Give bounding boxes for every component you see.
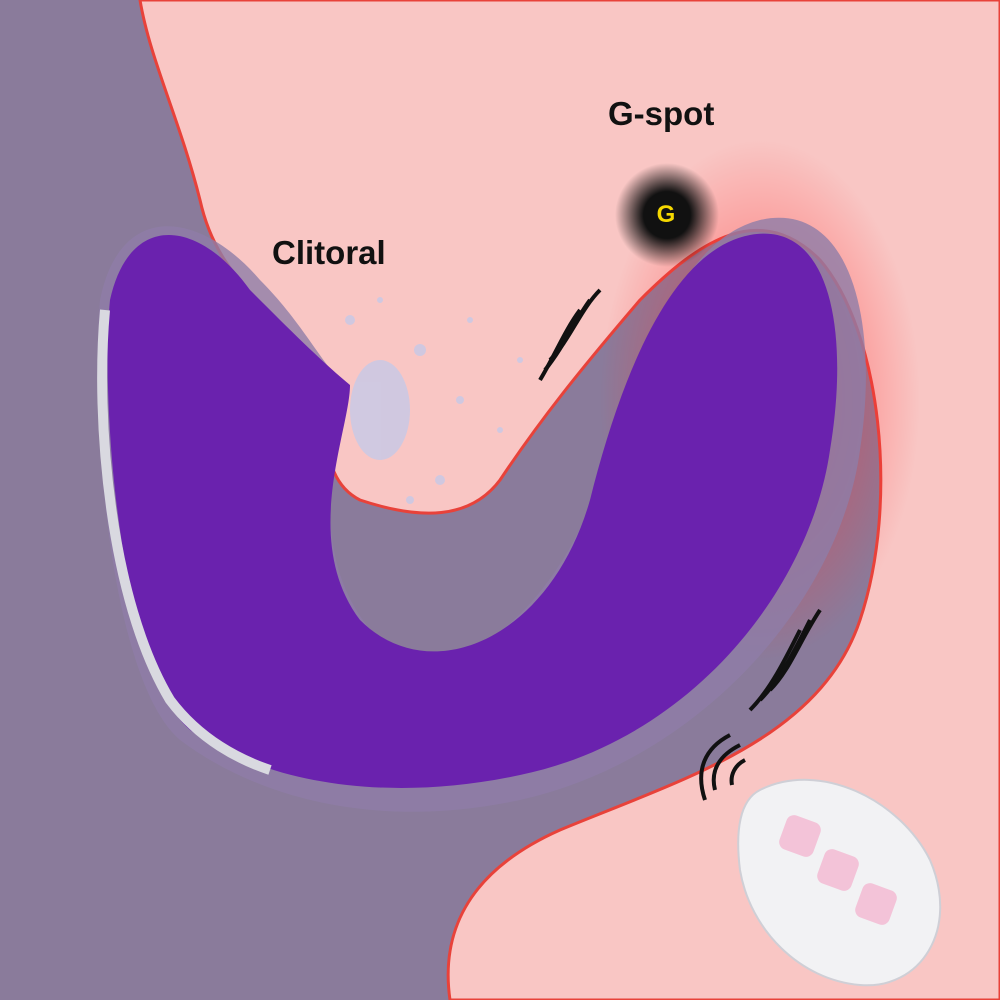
vibration-waves-2 <box>748 608 822 712</box>
g-badge: G <box>656 201 676 228</box>
signal-waves <box>699 733 746 801</box>
gspot-marker <box>615 163 719 267</box>
remote-control <box>737 778 942 987</box>
vibration-waves-1 <box>538 288 602 382</box>
remote-button-power <box>817 849 859 891</box>
clitoral-label: Clitoral <box>272 234 386 271</box>
water-splash <box>345 297 523 504</box>
remote-button-right <box>855 883 897 925</box>
device-body <box>107 233 838 788</box>
remote-button-left <box>779 815 821 857</box>
gspot-label: G-spot <box>608 95 715 132</box>
device-chrome-band <box>97 309 272 775</box>
